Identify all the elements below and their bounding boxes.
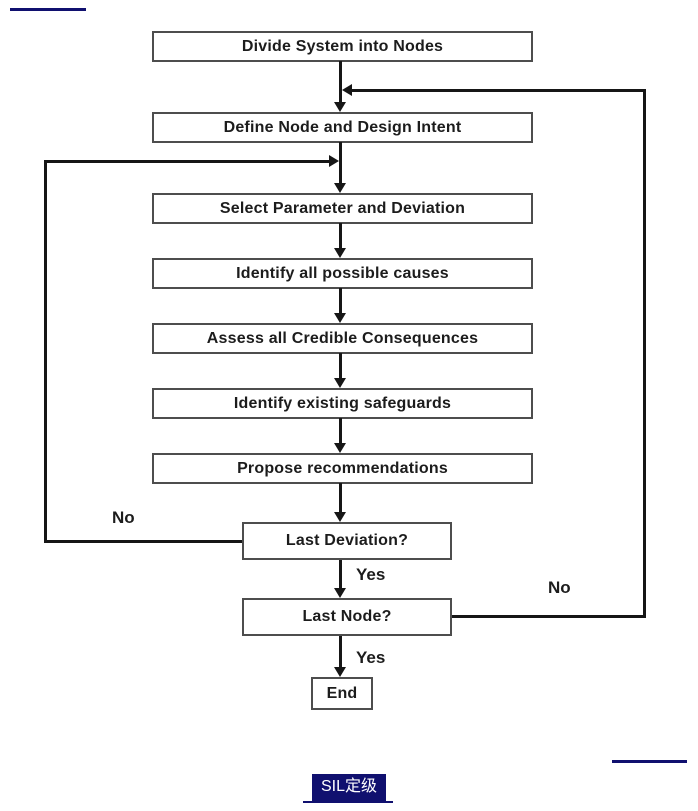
no-loop-right-top-line xyxy=(352,89,646,92)
arrowhead-down-icon xyxy=(334,248,346,258)
flow-step-divide-system: Divide System into Nodes xyxy=(152,31,533,62)
branch-label-last-deviation-no: No xyxy=(112,508,135,527)
arrow-line-last-deviation-to-last-node xyxy=(339,560,342,588)
flow-decision-last-node: Last Node? xyxy=(242,598,452,636)
flow-end-node: End xyxy=(311,677,373,710)
no-loop-left-bottom-line xyxy=(44,540,242,543)
arrowhead-down-icon xyxy=(334,102,346,112)
arrow-line-select-to-causes xyxy=(339,223,342,248)
arrowhead-down-icon xyxy=(334,667,346,677)
arrowhead-down-icon xyxy=(334,183,346,193)
arrowhead-down-icon xyxy=(334,512,346,522)
flow-step-define-node: Define Node and Design Intent xyxy=(152,112,533,143)
arrow-line-divide-to-define xyxy=(339,61,342,102)
no-loop-left-top-line xyxy=(44,160,329,163)
arrowhead-down-icon xyxy=(334,378,346,388)
sil-rating-link-underline xyxy=(303,801,393,803)
no-loop-right-rail xyxy=(643,89,646,618)
arrowhead-down-icon xyxy=(334,313,346,323)
bottom-right-accent-line xyxy=(612,760,687,763)
arrow-line-define-to-select xyxy=(339,142,342,183)
arrowhead-left-icon xyxy=(342,84,352,96)
arrow-line-safeguards-to-recommendations xyxy=(339,418,342,443)
flow-decision-last-deviation: Last Deviation? xyxy=(242,522,452,560)
arrow-line-recommendations-to-last-deviation xyxy=(339,483,342,512)
arrow-line-causes-to-consequences xyxy=(339,288,342,313)
arrowhead-right-icon xyxy=(329,155,339,167)
no-loop-left-rail xyxy=(44,160,47,543)
arrow-line-last-node-to-end xyxy=(339,636,342,667)
no-loop-right-bottom-line xyxy=(452,615,646,618)
branch-label-last-node-no: No xyxy=(548,578,571,597)
flow-step-identify-causes: Identify all possible causes xyxy=(152,258,533,289)
flow-step-propose-recommendations: Propose recommendations xyxy=(152,453,533,484)
top-left-accent-line xyxy=(10,8,86,11)
arrow-line-consequences-to-safeguards xyxy=(339,353,342,378)
flow-step-assess-consequences: Assess all Credible Consequences xyxy=(152,323,533,354)
flow-step-select-parameter: Select Parameter and Deviation xyxy=(152,193,533,224)
arrowhead-down-icon xyxy=(334,443,346,453)
flow-step-identify-safeguards: Identify existing safeguards xyxy=(152,388,533,419)
sil-rating-link[interactable]: SIL定级 xyxy=(312,774,387,801)
branch-label-last-node-yes: Yes xyxy=(356,648,386,667)
arrowhead-down-icon xyxy=(334,588,346,598)
branch-label-last-deviation-yes: Yes xyxy=(356,565,386,584)
